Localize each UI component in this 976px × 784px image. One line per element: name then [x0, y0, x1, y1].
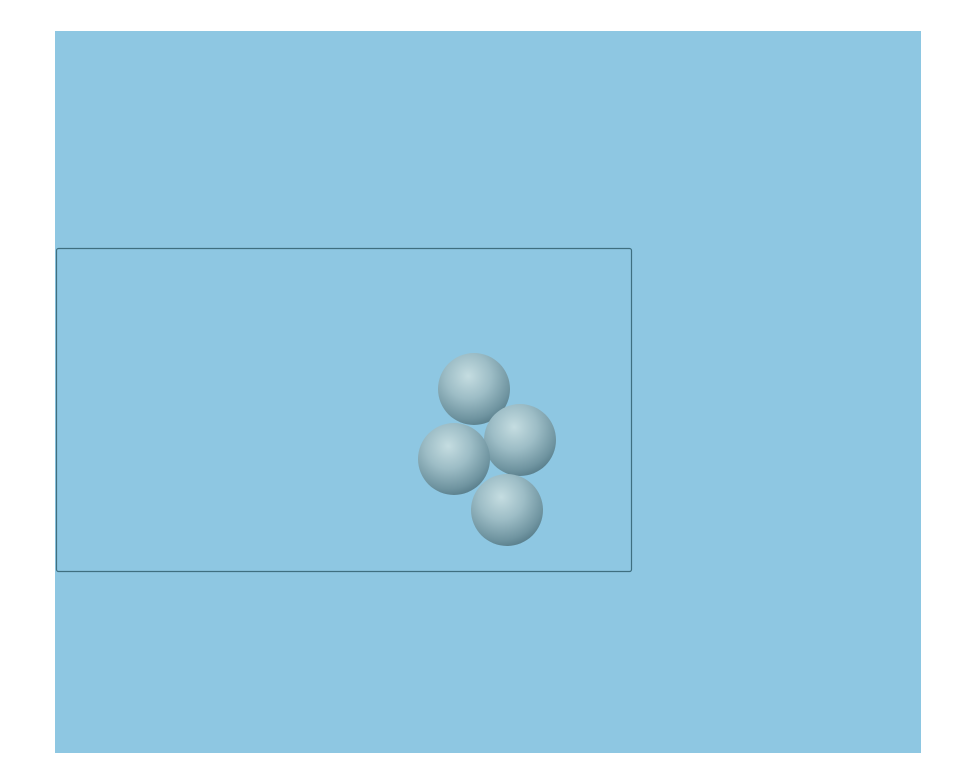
sphere-4 — [471, 474, 543, 546]
sphere-1 — [438, 353, 510, 425]
sphere-3 — [418, 423, 490, 495]
sphere-2 — [484, 404, 556, 476]
sphere-group — [418, 353, 556, 546]
container-box — [55, 247, 633, 573]
